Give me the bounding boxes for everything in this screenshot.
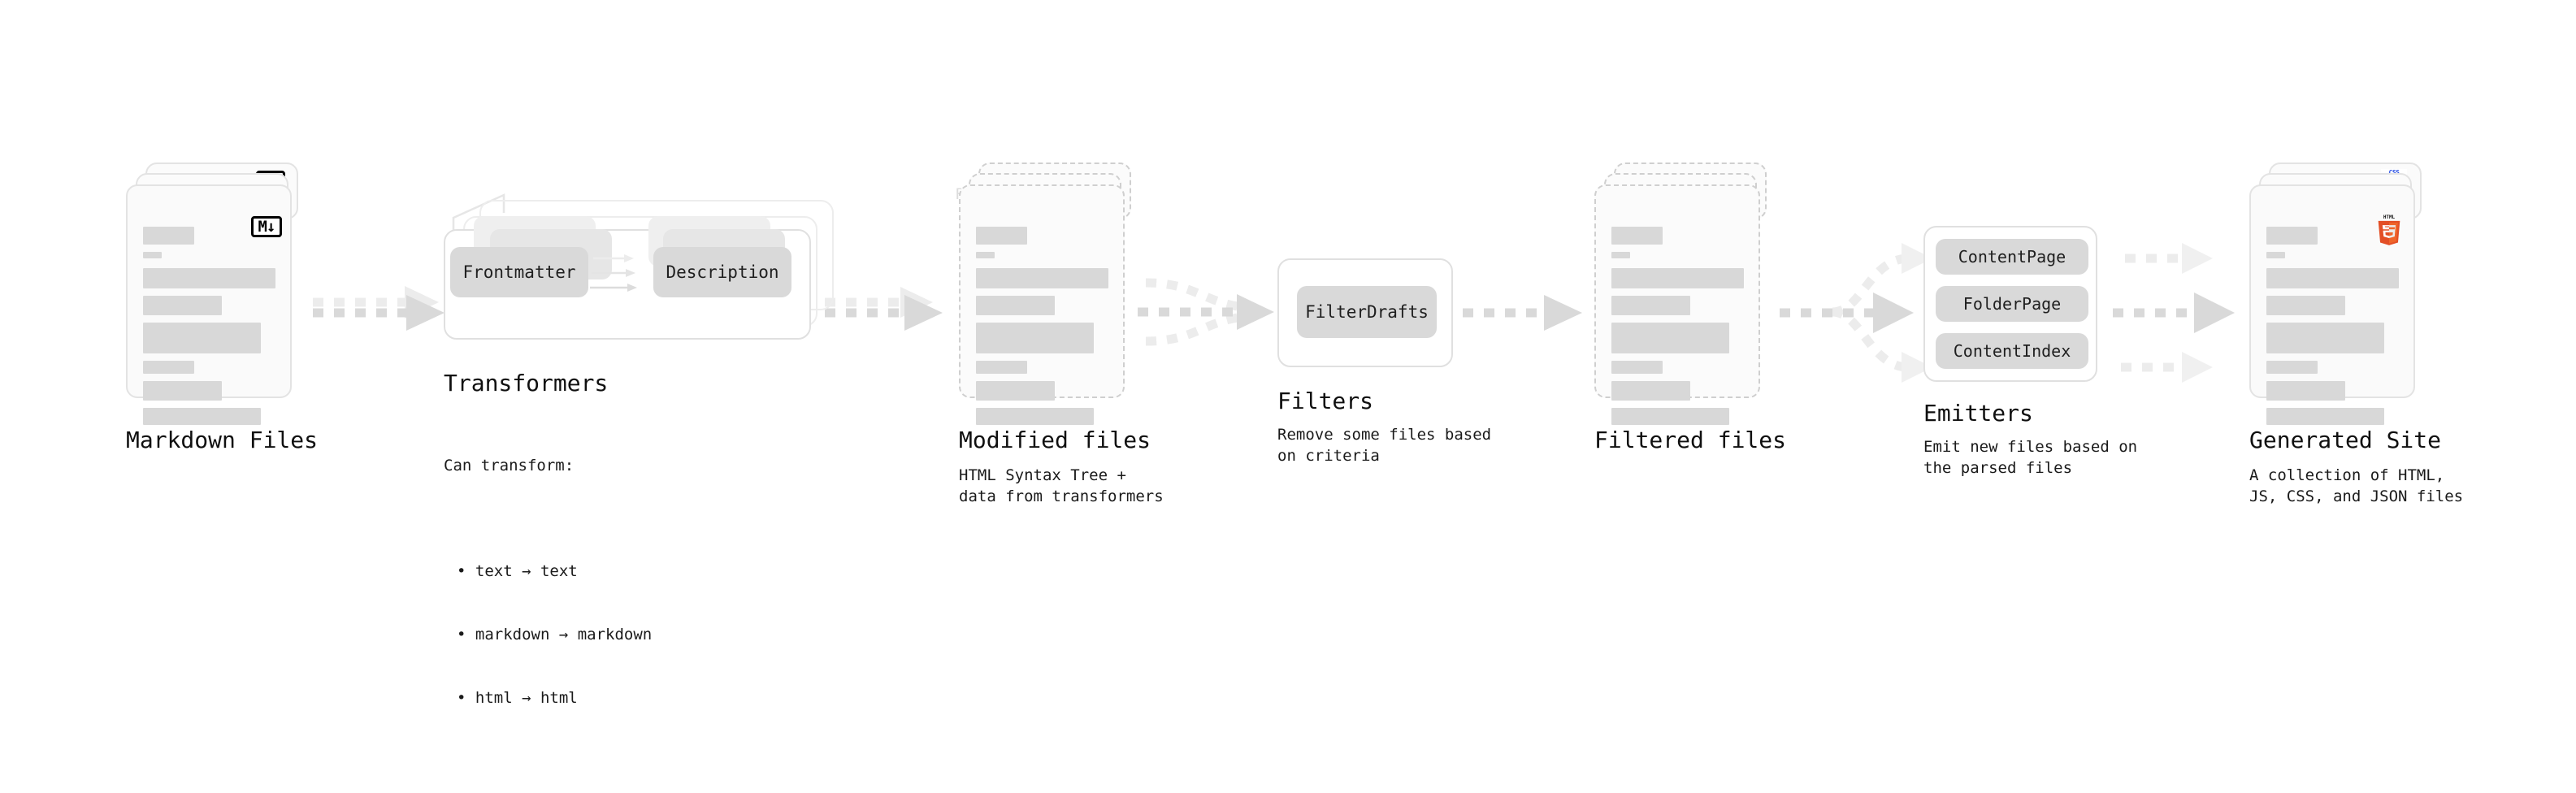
placeholder-bar [2266,323,2384,353]
stage-emitters: ContentPage FolderPage ContentIndex Emit… [1923,0,2167,681]
placeholder-bar [143,381,222,401]
arrow-markdown-to-transformers [313,286,445,331]
placeholder-bar [2266,252,2285,258]
placeholder-bar [976,323,1094,353]
stage-generated-site: CSS HTML [2249,0,2509,681]
transform-capability-list: text → text markdown → markdown html → h… [444,518,652,751]
placeholder-bar [976,252,995,258]
pill-contentpage[interactable]: ContentPage [1936,239,2088,275]
placeholder-bar [976,361,1027,374]
placeholder-bar [1611,381,1690,401]
placeholder-bar [1611,361,1663,374]
placeholder-bar [2266,227,2318,245]
placeholder-bar [1611,408,1729,425]
placeholder-bar [976,296,1055,315]
stage-transformers: Frontmatter Description Ru [444,0,1095,707]
placeholder-bar [143,268,275,288]
placeholder-bar [143,252,162,258]
html5-icon: HTML [2374,214,2404,246]
stage-title-transformers: Transformers [444,370,609,396]
stage-title-filtered-files: Filtered files [1594,427,1787,453]
placeholder-bar [1611,227,1663,245]
stage-desc-generated-site: A collection of HTML, JS, CSS, and JSON … [2249,466,2464,505]
modified-sheet-front[interactable] [959,184,1125,425]
placeholder-bar [1611,323,1729,353]
arrow-transformers-to-modified [825,287,943,331]
filters-panel[interactable]: FilterDrafts [1277,258,1453,367]
stage-markdown-files: M↓ M↓ M↓ Markdown Files [126,0,318,681]
placeholder-bar [143,408,261,425]
pill-frontmatter[interactable]: Frontmatter [450,247,588,297]
stage-title-generated-site: Generated Site [2249,427,2442,453]
stage-desc-modified-files: HTML Syntax Tree + data from transformer… [959,466,1164,505]
markdown-icon: M↓ [251,216,282,237]
stage-desc-emitters: Emit new files based on the parsed files [1923,438,2138,477]
placeholder-bar [143,296,222,315]
placeholder-bar [143,227,194,245]
pill-folderpage[interactable]: FolderPage [1936,286,2088,322]
stage-title-emitters: Emitters [1923,400,2033,427]
site-sheet-front[interactable]: HTML [2249,184,2415,425]
list-item: markdown → markdown [457,624,652,645]
markdown-sheet-front[interactable]: M↓ [126,184,292,425]
stage-title-filters: Filters [1277,388,1374,414]
placeholder-bar [976,227,1027,245]
stage-filters: FilterDrafts Filters Remove some files b… [1277,0,1492,681]
svg-text:HTML: HTML [2383,215,2396,220]
placeholder-bar [1611,296,1690,315]
placeholder-bar [2266,268,2399,288]
transform-list-heading: Can transform: [444,457,575,474]
placeholder-bar [1611,252,1630,258]
pill-contentindex[interactable]: ContentIndex [1936,333,2088,369]
filtered-sheet-front[interactable] [1594,184,1760,425]
generated-site-stack[interactable]: CSS HTML [2249,162,2422,425]
placeholder-bar [976,408,1094,425]
stage-title-markdown-files: Markdown Files [126,427,319,453]
stage-modified-files: Modified files HTML Syntax Tree + data f… [959,0,1203,681]
placeholder-bar [2266,296,2345,315]
pill-description[interactable]: Description [653,247,791,297]
placeholder-bar [2266,381,2345,401]
filtered-file-stack[interactable] [1594,162,1767,425]
emitters-panel[interactable]: ContentPage FolderPage ContentIndex [1923,226,2097,382]
placeholder-content [2266,227,2401,432]
placeholder-content [143,227,278,432]
stage-desc-filters: Remove some files based on criteria [1277,426,1492,465]
transformer-panel[interactable]: Frontmatter Description [444,216,811,340]
stage-filtered-files: Filtered files [1594,0,1822,681]
placeholder-bar [143,323,261,353]
placeholder-content [1611,227,1746,432]
placeholder-bar [1611,268,1744,288]
pill-filterdrafts[interactable]: FilterDrafts [1297,286,1437,338]
modified-file-stack[interactable] [959,162,1131,425]
list-item: html → html [457,687,652,708]
placeholder-bar [976,381,1055,401]
placeholder-bar [143,361,194,374]
stage-desc-transformers: Can transform: text → text markdown → ma… [444,413,652,793]
list-item: text → text [457,561,652,582]
pipeline-diagram: M↓ M↓ M↓ Markdown Files [0,0,2576,681]
placeholder-bar [2266,408,2384,425]
placeholder-content [976,227,1111,432]
placeholder-bar [2266,361,2318,374]
inner-transform-arrows [590,254,637,292]
placeholder-bar [976,268,1108,288]
stage-title-modified-files: Modified files [959,427,1151,453]
markdown-file-stack[interactable]: M↓ M↓ M↓ [126,162,298,425]
